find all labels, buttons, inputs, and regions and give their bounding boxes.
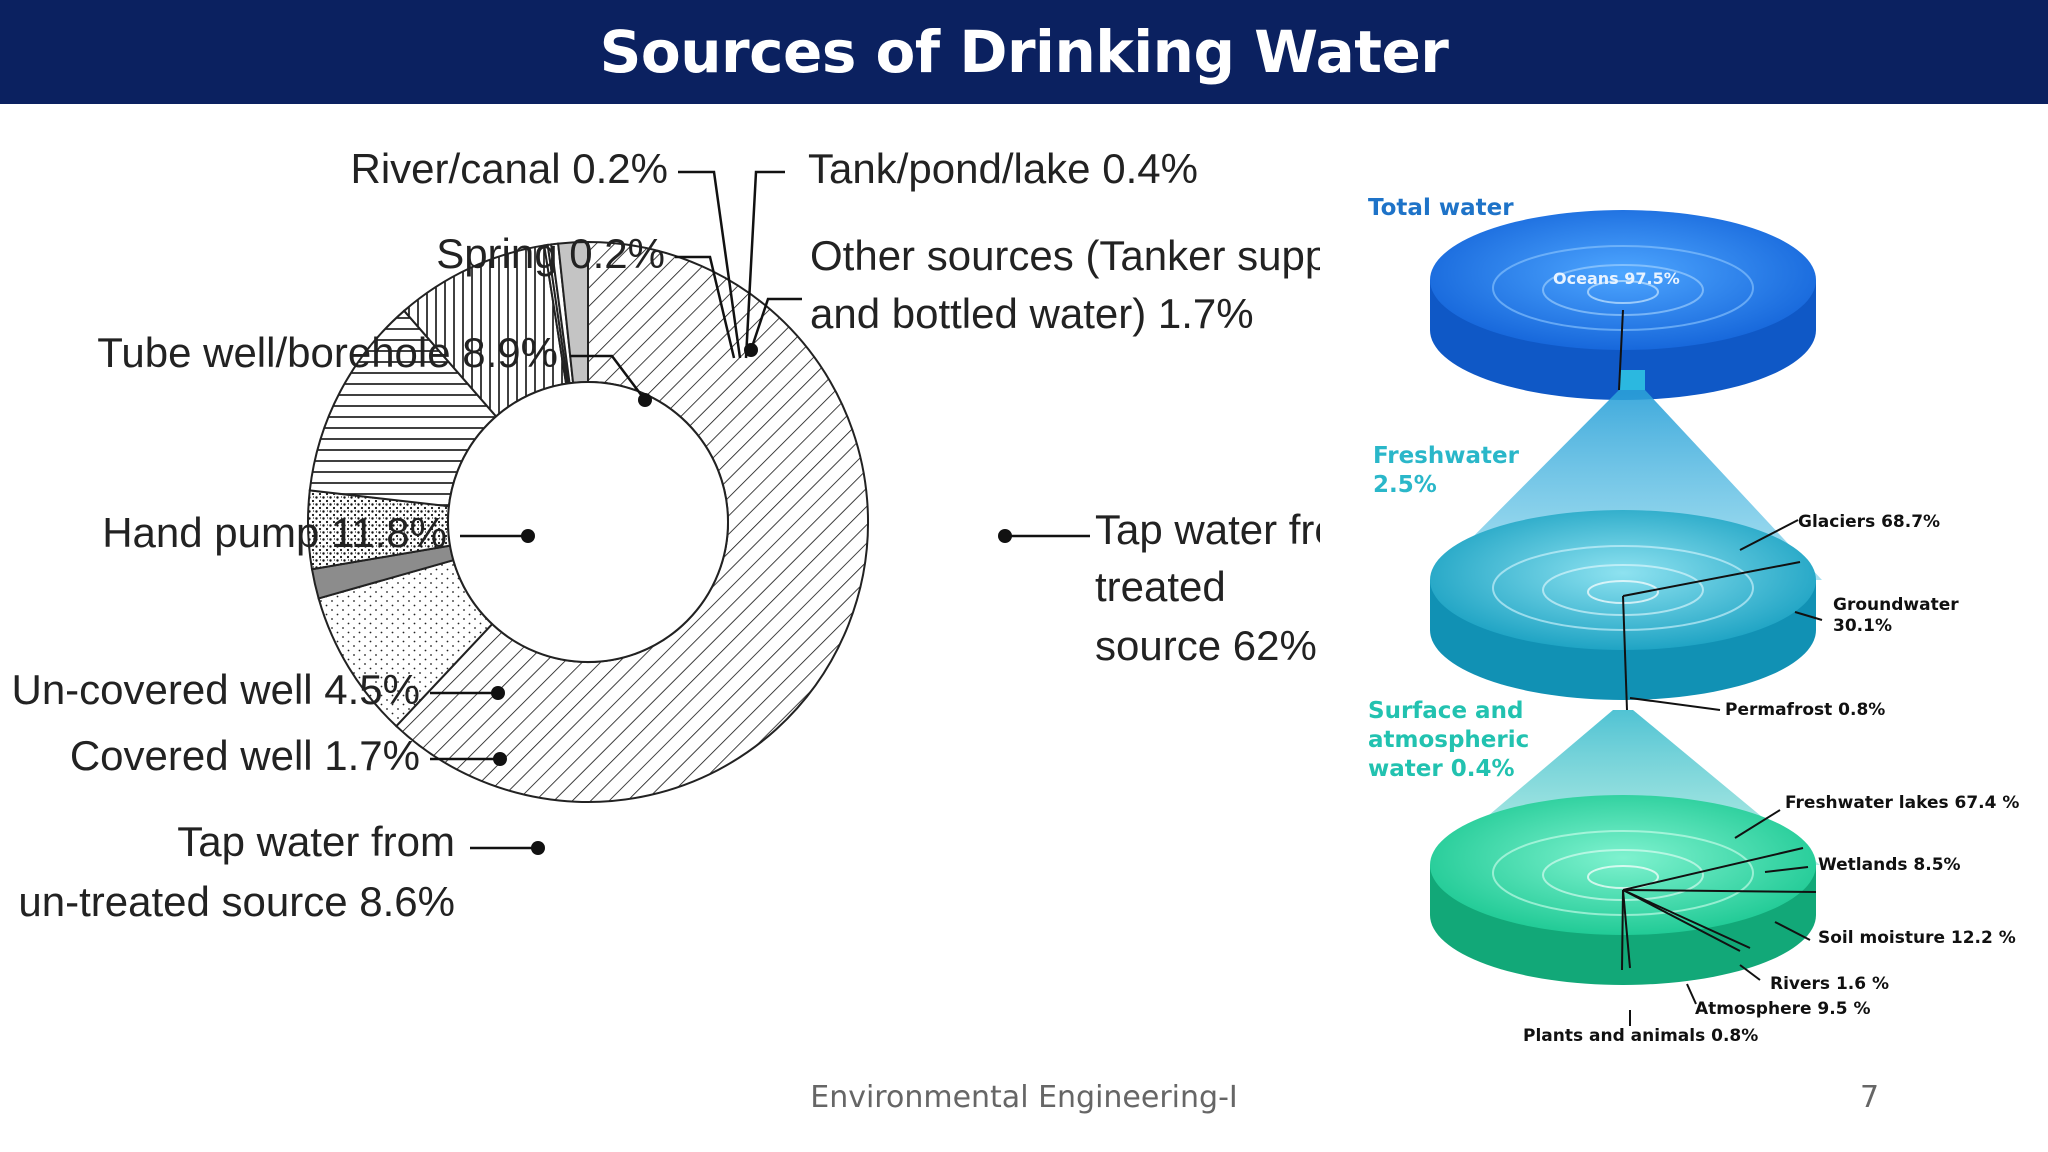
leader-line-tube-well [570,354,646,401]
slice-label-other-line2: and bottled water) 1.7% [810,290,1254,337]
slice-label-tap-treated-line1: Tap water from [1095,506,1320,553]
slice-label-other-line1: Other sources (Tanker supply [810,232,1320,279]
leader-dot-tube-well [638,393,652,407]
groundwater-label-line1: Groundwater [1833,595,1959,615]
glaciers-pointer [1739,519,1799,551]
leader-dot-tap-treated [998,529,1012,543]
surface-division-lines [1621,847,1817,971]
heading-surface-line3: water 0.4% [1368,756,1515,782]
slice-label-tap-untreated-line1: Tap water from [177,818,455,865]
freshwater-slice-marker [1619,370,1645,390]
heading-surface-line1: Surface and [1368,698,1523,724]
leader-dot-hand-pump [521,529,535,543]
donut-hole [447,381,729,663]
permafrost-label: Permafrost 0.8% [1725,700,1885,720]
slice-label-covered-well-line1: Covered well 1.7% [70,732,420,779]
rivers-pointer [1739,964,1761,981]
leader-dot-other [744,343,758,357]
oceans-pointer [1618,309,1624,391]
heading-total-water: Total water [1368,195,1514,221]
slice-label-uncovered-well-line1: Un-covered well 4.5% [11,666,420,713]
wetlands-label: Wetlands 8.5% [1818,855,1961,875]
leader-line-river-canal [678,170,742,359]
slice-label-tap-treated-line3: source 62% [1095,622,1317,669]
heading-freshwater-line1: Freshwater [1373,443,1520,469]
leader-dot-uncovered-well [491,686,505,700]
leader-line-spring [675,255,736,359]
soil-moisture-label: Soil moisture 12.2 % [1818,928,2016,948]
slice-label-spring-line1: Spring 0.2% [436,230,665,277]
page-number: 7 [1860,1080,1880,1115]
permafrost-pointer [1629,697,1721,711]
donut-chart: Tap water from treated source 62% Tap water… [11,145,1320,925]
slice-label-tank-pond-line1: Tank/pond/lake 0.4% [808,145,1198,192]
slice-label-tube-well-line1: Tube well/borehole 8.9% [97,329,558,376]
atmosphere-pointer [1686,983,1697,1005]
slide-title: Sources of Drinking Water [599,18,1449,86]
slice-label-river-canal-line1: River/canal 0.2% [351,145,668,192]
leader-dot-covered-well [493,752,507,766]
atmosphere-label: Atmosphere 9.5 % [1695,999,1871,1019]
heading-surface-line2: atmospheric [1368,727,1529,753]
glaciers-label: Glaciers 68.7% [1798,512,1940,532]
heading-freshwater-line2: 2.5% [1373,472,1437,498]
slice-label-tap-treated-line2: treated [1095,563,1226,610]
leader-dot-tap-untreated [531,841,545,855]
slice-label-hand-pump-line1: Hand pump 11.8% [102,509,447,556]
title-bar: Sources of Drinking Water [0,0,2048,104]
wetlands-pointer [1764,866,1809,873]
groundwater-pointer [1794,611,1823,621]
permafrost-boundary-lines [1622,595,1628,711]
soil-pointer [1774,921,1811,941]
water-distribution-infographic: Total water Oceans 97.5% Freshwater 2.5%… [1368,195,2019,1046]
ocean-disc [1430,210,1816,400]
groundwater-label-line2: 30.1% [1833,616,1892,636]
oceans-label: Oceans 97.5% [1553,269,1680,288]
freshwater-lakes-label: Freshwater lakes 67.4 % [1785,793,2019,813]
leader-line-other [749,297,802,351]
rivers-label: Rivers 1.6 % [1770,974,1889,994]
leader-line-tank-pond [744,170,785,359]
slice-label-tap-untreated-line2: un-treated source 8.6% [18,878,455,925]
plants-animals-label: Plants and animals 0.8% [1523,1026,1758,1046]
lakes-pointer [1734,809,1781,839]
footer-course-name: Environmental Engineering-I [810,1080,1238,1115]
glaciers-boundary-line [1622,561,1801,597]
